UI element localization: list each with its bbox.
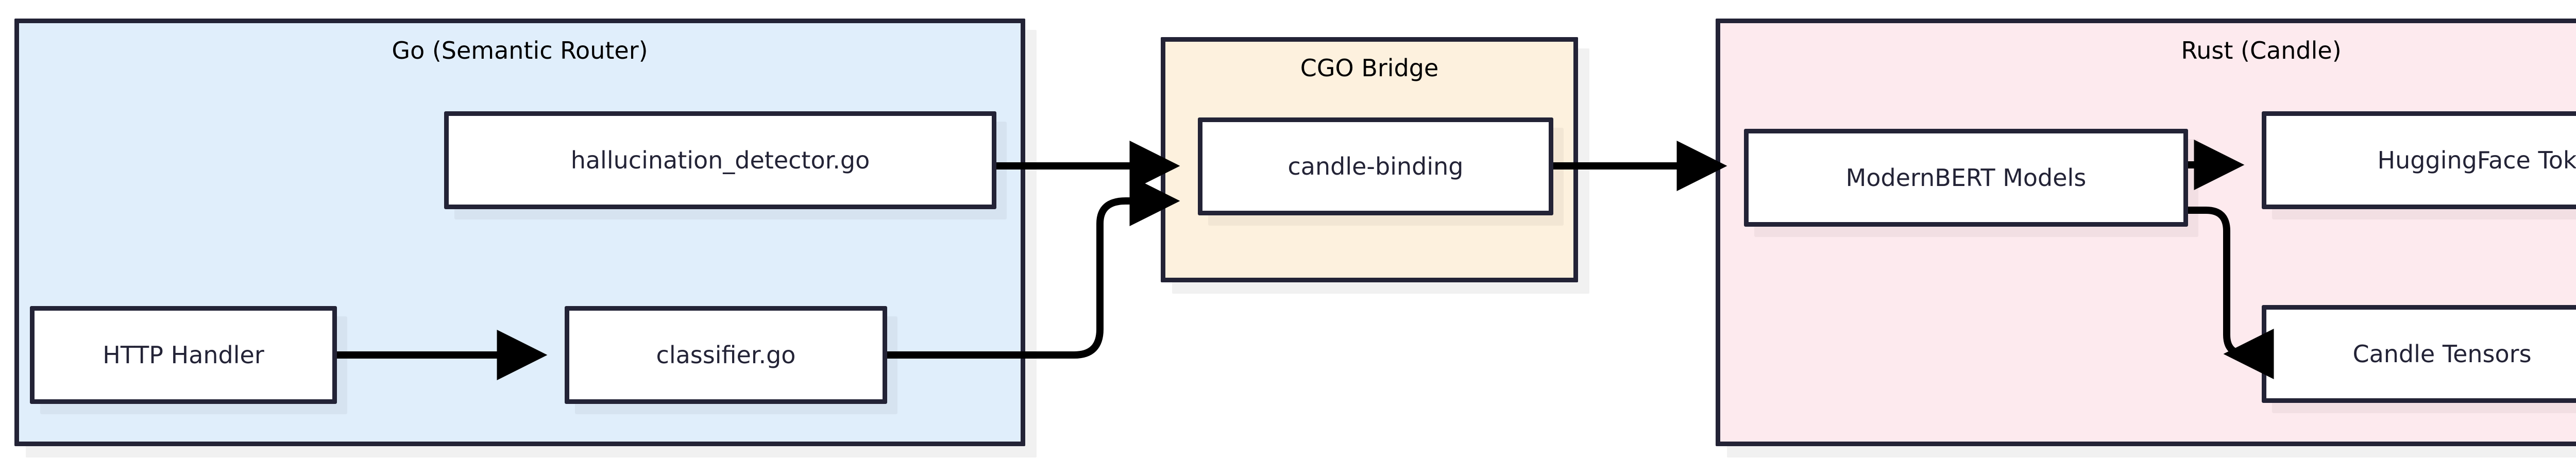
node-classifier-go[interactable]: classifier.go <box>565 306 887 404</box>
node-hallucination-detector-label: hallucination_detector.go <box>570 146 870 174</box>
node-http-handler[interactable]: HTTP Handler <box>30 306 337 404</box>
node-hallucination-detector[interactable]: hallucination_detector.go <box>444 111 996 209</box>
node-modernbert-models-label: ModernBERT Models <box>1845 163 2087 192</box>
node-modernbert-models[interactable]: ModernBERT Models <box>1744 129 2188 227</box>
node-classifier-go-label: classifier.go <box>656 341 796 369</box>
cluster-cgo-title: CGO Bridge <box>1300 54 1439 82</box>
node-candle-binding[interactable]: candle-binding <box>1198 117 1553 215</box>
node-candle-tensors-label: Candle Tensors <box>2352 340 2532 368</box>
node-huggingface-tokenizers[interactable]: HuggingFace Tokenizers <box>2262 111 2576 209</box>
node-candle-tensors[interactable]: Candle Tensors <box>2262 305 2576 403</box>
cluster-rust-title: Rust (Candle) <box>2181 37 2342 64</box>
node-http-handler-label: HTTP Handler <box>103 341 264 369</box>
node-huggingface-tokenizers-label: HuggingFace Tokenizers <box>2377 146 2576 174</box>
node-candle-binding-label: candle-binding <box>1287 152 1464 180</box>
cluster-go-title: Go (Semantic Router) <box>392 37 648 64</box>
